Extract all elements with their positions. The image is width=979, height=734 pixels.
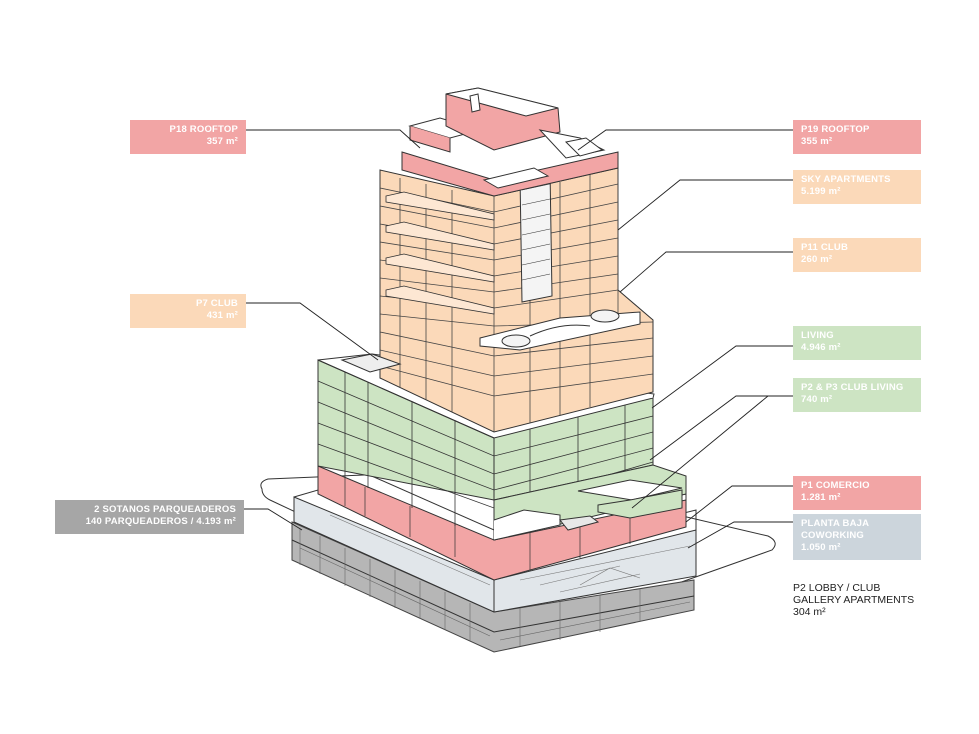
leader-p2p3-a xyxy=(649,395,794,461)
leader-living xyxy=(651,345,794,409)
label-p1-name: P1 COMERCIO xyxy=(801,480,870,491)
label-p2p3-area: 740 m² xyxy=(801,394,833,405)
label-sky-name: SKY APARTMENTS xyxy=(801,174,891,185)
leader-p7 xyxy=(246,302,379,361)
label-p1-area: 1.281 m² xyxy=(801,492,841,503)
label-p19-name: P19 ROOFTOP xyxy=(801,124,870,135)
label-pb-name: PLANTA BAJA xyxy=(801,518,870,529)
label-p11-name: P11 CLUB xyxy=(801,242,849,253)
label-p2-p3-club-living: P2 & P3 CLUB LIVING 740 m² xyxy=(793,378,921,412)
leader-sotanos xyxy=(244,508,303,531)
label-sotanos: 2 SOTANOS PARQUEADEROS 140 PARQUEADEROS … xyxy=(55,500,244,534)
label-p11-club: P11 CLUB 260 m² xyxy=(793,238,921,272)
p11-pool-1 xyxy=(501,334,531,348)
leader-lines xyxy=(244,129,794,549)
p11-pool-2 xyxy=(590,309,620,323)
label-living-name: LIVING xyxy=(801,330,834,341)
label-p2-lobby-line3: 304 m² xyxy=(793,606,826,618)
label-p2-lobby-line2: GALLERY APARTMENTS xyxy=(793,594,915,606)
label-p2-lobby-line1: P2 LOBBY / CLUB xyxy=(793,582,881,594)
label-p18-area: 357 m² xyxy=(206,136,238,147)
label-sky-area: 5.199 m² xyxy=(801,186,841,197)
tower-core xyxy=(519,169,553,303)
label-p7-name: P7 CLUB xyxy=(195,298,238,309)
label-p1-comercio: P1 COMERCIO 1.281 m² xyxy=(793,476,921,510)
label-p18-rooftop: P18 ROOFTOP 357 m² xyxy=(130,120,246,154)
leader-p18 xyxy=(246,129,421,149)
label-living: LIVING 4.946 m² xyxy=(793,326,921,360)
label-sky-apartments: SKY APARTMENTS 5.199 m² xyxy=(793,170,921,204)
leader-pb xyxy=(687,521,794,549)
label-p19-area: 355 m² xyxy=(801,136,833,147)
label-sotanos-area: 140 PARQUEADEROS / 4.193 m² xyxy=(85,516,236,527)
p7-club-terrace xyxy=(340,353,402,373)
label-planta-baja: PLANTA BAJA COWORKING 1.050 m² xyxy=(793,514,921,560)
label-pb-area: 1.050 m² xyxy=(801,542,841,553)
label-p2p3-name: P2 & P3 CLUB LIVING xyxy=(801,382,904,393)
leader-p11 xyxy=(619,251,794,293)
label-p2-lobby: P2 LOBBY / CLUB GALLERY APARTMENTS 304 m… xyxy=(793,582,914,618)
label-p11-area: 260 m² xyxy=(801,254,833,265)
leader-sky xyxy=(617,179,794,231)
leader-p2p3-b xyxy=(631,395,769,509)
label-living-area: 4.946 m² xyxy=(801,342,841,353)
label-sotanos-name: 2 SOTANOS PARQUEADEROS xyxy=(94,504,236,515)
label-p7-club: P7 CLUB 431 m² xyxy=(130,294,246,328)
leader-p1 xyxy=(685,485,794,523)
label-p7-area: 431 m² xyxy=(206,310,238,321)
label-p18-name: P18 ROOFTOP xyxy=(169,124,238,135)
label-pb-use: COWORKING xyxy=(801,530,865,541)
leader-p19 xyxy=(577,129,794,151)
label-p19-rooftop: P19 ROOFTOP 355 m² xyxy=(793,120,921,154)
